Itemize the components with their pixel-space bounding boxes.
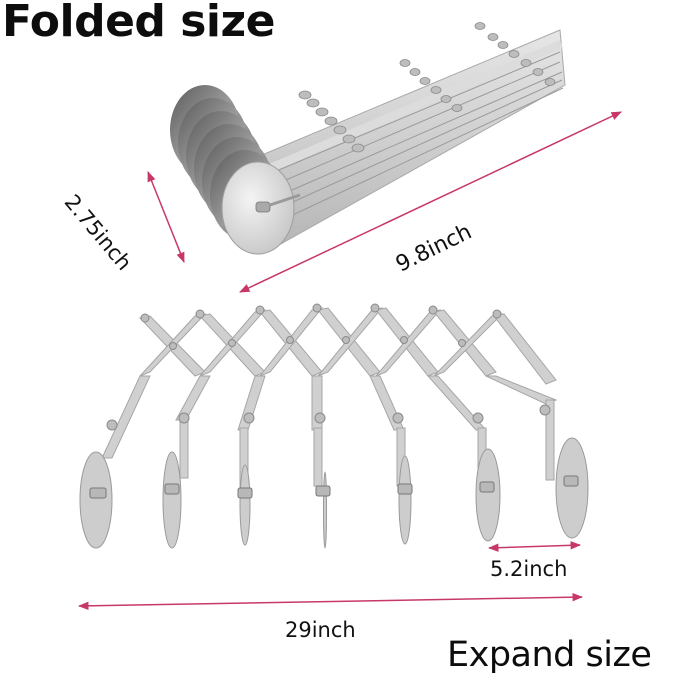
arrow-folded-length xyxy=(239,111,622,293)
arrow-expanded-length xyxy=(77,592,584,611)
folded-arms xyxy=(249,22,566,251)
arrow-wheel-spacing xyxy=(487,541,582,552)
expand-size-heading: Expand size xyxy=(447,635,652,675)
arrow-folded-width xyxy=(147,171,185,263)
dimension-arrows xyxy=(77,111,622,611)
expanded-length-label: 29inch xyxy=(285,618,356,642)
wheel-spacing-label: 5.2inch xyxy=(490,557,568,581)
folded-size-heading: Folded size xyxy=(2,0,275,47)
expanded-cutter-illustration xyxy=(79,303,589,549)
